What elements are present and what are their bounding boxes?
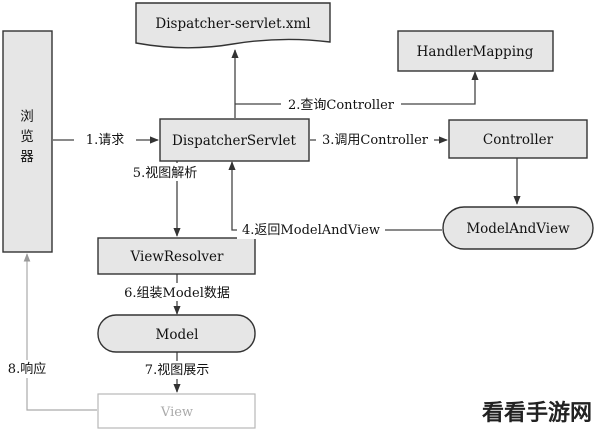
edge-label-call-controller: 3.调用Controller xyxy=(322,133,429,148)
edge-label-assemble-model: 6.组装Model数据 xyxy=(124,286,230,301)
browser-label-3: 器 xyxy=(20,149,34,165)
browser-node xyxy=(2,30,53,253)
edge-label-view-render: 7.视图展示 xyxy=(145,363,209,378)
handler-mapping-label: HandlerMapping xyxy=(417,44,534,60)
edge-label-view-resolve: 5.视图解析 xyxy=(133,166,197,181)
model-and-view-node xyxy=(442,206,594,250)
edge-return-mav xyxy=(228,161,442,231)
handler-mapping-node xyxy=(397,30,554,72)
model-node xyxy=(97,314,256,353)
dispatcher-servlet-label: DispatcherServlet xyxy=(172,133,297,149)
label-bg xyxy=(74,130,136,148)
controller-node xyxy=(448,119,588,159)
dispatcher-xml-node xyxy=(135,2,331,49)
view-label: View xyxy=(160,405,193,420)
edge-response xyxy=(23,253,97,411)
model-label: Model xyxy=(156,327,199,343)
view-resolver-node xyxy=(97,237,256,275)
label-bg xyxy=(237,221,385,239)
label-bg xyxy=(136,361,218,379)
watermark-text: 看看手游网 xyxy=(482,400,592,426)
edge-label-return-mav: 4.返回ModelAndView xyxy=(242,223,380,238)
label-bg xyxy=(281,95,401,113)
label-bg xyxy=(4,360,52,378)
browser-label-1: 浏 xyxy=(20,109,34,125)
model-and-view-label: ModelAndView xyxy=(466,221,570,237)
controller-label: Controller xyxy=(483,132,554,148)
label-bg xyxy=(316,131,434,149)
edge-label-request: 1.请求 xyxy=(86,133,124,148)
edge-label-query-controller: 2.查询Controller xyxy=(288,98,395,113)
edge-label-response: 8.响应 xyxy=(8,361,46,377)
view-resolver-label: ViewResolver xyxy=(130,249,225,265)
dispatcher-servlet-node xyxy=(159,118,310,162)
label-bg xyxy=(124,163,206,181)
browser-label-2: 览 xyxy=(20,129,34,145)
view-node xyxy=(97,393,256,429)
dispatcher-xml-label: Dispatcher-servlet.xml xyxy=(155,16,310,32)
label-bg xyxy=(113,283,241,301)
